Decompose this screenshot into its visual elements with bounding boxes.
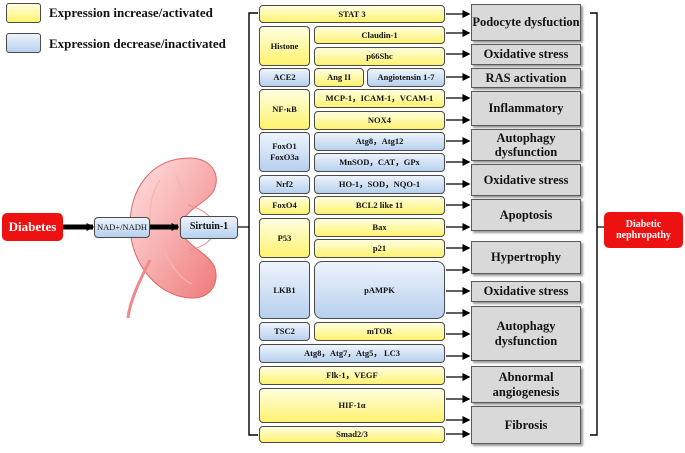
outcome-oxidative-stress-2: Oxidative stress	[471, 164, 581, 196]
outcome-oxidative-stress-3: Oxidative stress	[471, 281, 581, 302]
mcp-1-icam-1-vcam-1-box: MCP-1，ICAM-1，VCAM-1	[314, 89, 445, 108]
atg-lc3-box: Atg8，Atg7，Atg5， LC3	[259, 344, 445, 363]
outcome-podocyte-dysfuction: Podocyte dysfuction	[471, 4, 581, 41]
p53-box: P53	[259, 218, 310, 258]
angiotensin-1-7-box: Angiotensin 1-7	[367, 68, 445, 87]
sirtuin-1-box: Sirtuin-1	[180, 216, 238, 239]
outcome-inflammatory: Inflammatory	[471, 91, 581, 126]
outcome-oxidative-stress-1: Oxidative stress	[471, 44, 581, 65]
diabetes-label: Diabetes	[2, 213, 63, 241]
nad-ratio-box: NAD+/NADH	[94, 217, 150, 238]
foxo3a-label: FoxO3a	[270, 152, 299, 162]
pampk-box: pAMPK	[314, 261, 445, 319]
nox4-box: NOX4	[314, 111, 445, 130]
bcl2-like-11-box: BCL2 like 11	[314, 196, 445, 215]
hif-1a-box: HIF-1α	[259, 388, 445, 423]
foxo4-box: FoxO4	[259, 196, 310, 215]
histone-box: Histone	[259, 26, 310, 66]
ang-ii-box: Ang II	[314, 68, 364, 87]
outcome-ras-activation: RAS activation	[471, 68, 581, 88]
lkb1-box: LKB1	[259, 261, 310, 319]
smad2-3-box: Smad2/3	[259, 426, 445, 443]
bax-box: Bax	[314, 218, 445, 237]
p66shc-box: p66Shc	[314, 47, 445, 66]
stat3-box: STAT 3	[259, 5, 445, 23]
legend-swatch-increase	[6, 3, 41, 23]
p21-box: p21	[314, 239, 445, 258]
outcome-autophagy-dysfunction-2: Autophagy dysfunction	[471, 306, 581, 361]
claudin-1-box: Claudin-1	[314, 26, 445, 44]
foxo1-label: FoxO1	[272, 141, 297, 152]
legend-label-increase: Expression increase/activated	[49, 5, 213, 20]
tsc2-box: TSC2	[259, 322, 310, 341]
legend-swatch-decrease	[6, 33, 41, 53]
outcome-apoptosis: Apoptosis	[471, 199, 581, 231]
outcome-abnormal-angiogenesis: Abnormal angiogenesis	[471, 366, 581, 403]
flk-1-vegf-box: Flk-1，VEGF	[259, 366, 445, 385]
atg8-atg12-box: Atg8，Atg12	[314, 132, 445, 151]
outcome-hypertrophy: Hypertrophy	[471, 241, 581, 274]
ace2-box: ACE2	[259, 68, 310, 87]
mnsod-cat-gpx-box: MnSOD，CAT，GPx	[314, 153, 445, 172]
diabetic-nephropathy-label: Diabetic nephropathy	[604, 212, 683, 248]
ho-1-sod-nqo-1-box: HO-1，SOD，NQO-1	[314, 175, 445, 194]
foxo1-foxo3a-box: FoxO1 FoxO3a	[259, 132, 310, 172]
outcome-fibrosis: Fibrosis	[471, 406, 581, 444]
outcome-autophagy-dysfunction-1: Autophagy dysfunction	[471, 129, 581, 161]
mtor-box: mTOR	[314, 322, 445, 341]
nrf2-box: Nrf2	[259, 175, 310, 194]
nf-kb-box: NF-κB	[259, 89, 310, 130]
legend-label-decrease: Expression decrease/inactivated	[49, 36, 226, 51]
